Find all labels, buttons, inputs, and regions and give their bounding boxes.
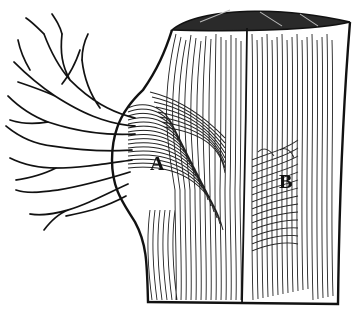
label-a: A xyxy=(150,153,165,175)
grain-line xyxy=(322,37,323,298)
grain-line xyxy=(282,34,283,294)
knot-b-line xyxy=(252,140,298,160)
grain-line xyxy=(312,34,313,300)
grain-line xyxy=(168,210,172,300)
knot-b-line xyxy=(252,220,298,230)
knot-b-line xyxy=(252,243,298,251)
center-split xyxy=(242,28,247,303)
grain-line xyxy=(317,40,318,299)
grain-line xyxy=(225,40,226,300)
grain-line xyxy=(203,36,206,300)
cut-end xyxy=(172,10,350,31)
wood-grain xyxy=(148,34,333,300)
grain-line xyxy=(240,41,241,300)
grain-line xyxy=(215,34,216,300)
grain-line xyxy=(235,38,236,300)
grain-line xyxy=(230,35,231,300)
grain-line xyxy=(262,37,263,298)
grain-line xyxy=(153,210,157,300)
grain-line xyxy=(302,40,303,290)
knot-b-grain xyxy=(252,140,298,251)
grain-line xyxy=(297,34,298,291)
grain-line xyxy=(220,37,221,300)
knot-b-line xyxy=(252,196,298,209)
grain-line xyxy=(287,40,288,293)
knot-b-line xyxy=(252,204,298,216)
grain-line xyxy=(332,40,333,296)
grain-line xyxy=(163,210,167,300)
grain-line xyxy=(197,41,201,300)
grain-line xyxy=(277,37,278,295)
grain-line xyxy=(158,210,162,300)
grain-line xyxy=(257,40,258,299)
grain-line xyxy=(307,37,308,289)
grain-line xyxy=(292,37,293,292)
grain-line xyxy=(327,34,328,297)
grain-line xyxy=(267,34,268,297)
grain-line xyxy=(209,39,211,300)
label-b: B xyxy=(279,171,292,193)
branch-twigs xyxy=(6,14,135,230)
grain-line xyxy=(272,40,273,296)
